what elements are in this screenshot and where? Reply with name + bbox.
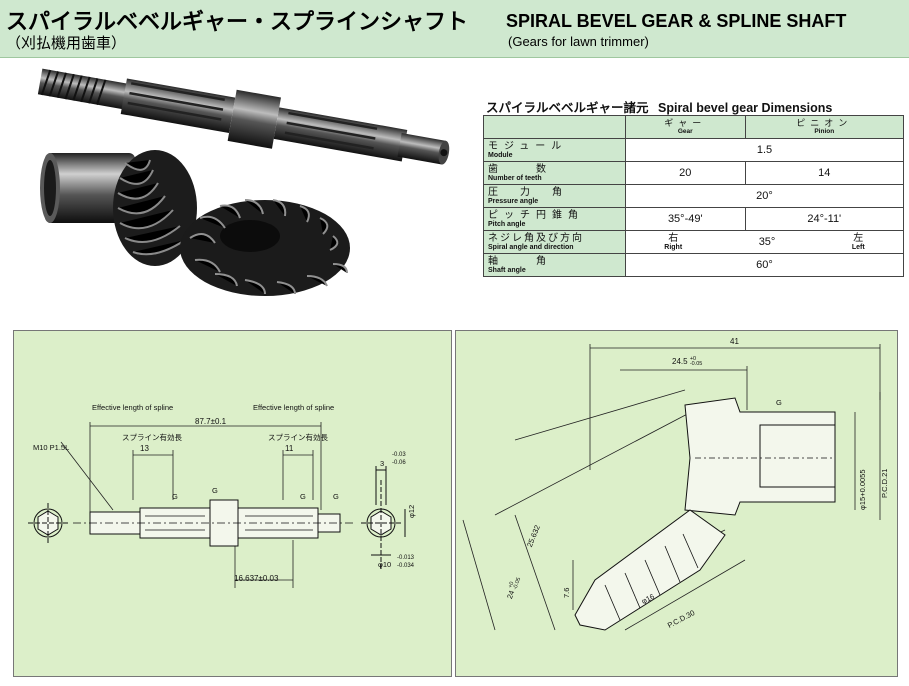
bevel-gear-drawing	[455, 330, 898, 677]
row-label-jp: ネジレ角及び方向	[488, 232, 584, 244]
japanese-subtitle: （刈払機用歯車）	[6, 35, 127, 52]
header-gear-en: Gear	[677, 128, 693, 135]
spiral-pinion-jp: 左	[853, 232, 864, 244]
row-label-en: Shaft angle	[488, 266, 526, 274]
overall-length: 87.7±0.1	[195, 417, 227, 426]
row-label-jp: モジュール	[488, 140, 568, 152]
dia-10-tol-upper: -0.013	[397, 555, 415, 561]
dim-24-5-up: +0	[689, 356, 697, 362]
pcd-21: P.C.D.21	[880, 468, 889, 498]
gear-photo	[37, 68, 450, 296]
eff-length-right: Effective length of spline	[253, 403, 335, 412]
finish-g2: G	[212, 486, 218, 495]
dim-24-5-dn: -0.05	[689, 361, 703, 367]
spiral-gear-en: Right	[664, 243, 683, 251]
row-label-en: Module	[488, 151, 513, 159]
finish-g-gear: G	[776, 398, 782, 407]
cell-teeth-gear: 20	[625, 161, 746, 185]
cell-module: 1.5	[625, 138, 904, 162]
row-label-en: Number of teeth	[488, 174, 542, 182]
row-label-jp: ピッチ円錐角	[488, 209, 584, 221]
header-gear-jp: ギャー	[664, 118, 707, 128]
row-label-en: Pressure angle	[488, 197, 539, 205]
spline-length-jp-right: スプライン有効長	[268, 433, 328, 442]
header-band	[0, 0, 909, 58]
header-pinion-en: Pinion	[814, 128, 835, 135]
dim-11: 11	[285, 444, 294, 453]
key-width: 3	[380, 459, 385, 468]
eff-length-left: Effective length of spline	[92, 403, 174, 412]
header-blank	[483, 115, 626, 139]
dia-10: φ10	[378, 560, 392, 569]
dim-24-5-value: 24.5	[672, 357, 688, 367]
cell-pitch-gear: 35°-49'	[625, 207, 746, 231]
row-label-en: Spiral angle and direction	[488, 243, 574, 251]
spline-shaft-lines	[28, 422, 406, 588]
table-title-en: Spiral bevel gear Dimensions	[658, 101, 833, 115]
gear-pair-photo	[40, 150, 350, 296]
cell-spiral-angle: 35°	[758, 236, 776, 248]
dia-12: φ12	[407, 504, 416, 518]
table-title-jp: スパイラルベベルギャー諸元	[486, 101, 649, 115]
table-title: スパイラルベベルギャー諸元 Spiral bevel gear Dimensio…	[486, 97, 832, 116]
japanese-title: スパイラルベベルギャー・スプラインシャフト	[6, 9, 469, 34]
spiral-pinion-en: Left	[851, 243, 865, 251]
spiral-gear-jp: 右	[668, 232, 679, 244]
dim-41: 41	[730, 337, 739, 346]
cell-pressure-angle: 20°	[625, 184, 904, 208]
finish-g4: G	[333, 492, 339, 501]
row-label-jp: 軸 角	[488, 255, 552, 267]
lower-dimension: 16.637±0.03	[234, 574, 279, 583]
header-pinion-jp: ピニオン	[796, 118, 853, 128]
row-label-jp: 歯 数	[488, 163, 552, 175]
spline-shaft-photo	[37, 68, 450, 165]
cell-pitch-pinion: 24°-11'	[744, 207, 905, 231]
cell-shaft-angle: 60°	[625, 253, 904, 277]
finish-g1: G	[172, 492, 178, 501]
key-tol-upper: -0.03	[392, 452, 406, 458]
dim-24-5: 24.5 +0-0.05	[672, 356, 703, 367]
row-label-jp: 圧 力 角	[488, 186, 568, 198]
dia-10-tol-lower: -0.034	[397, 563, 415, 569]
dim-13: 13	[140, 444, 149, 453]
spline-length-jp-left: スプライン有効長	[122, 433, 182, 442]
finish-g3: G	[300, 492, 306, 501]
bore-dia: φ15+0.0055	[858, 469, 867, 510]
thread-spec: M10 P1.5L	[33, 443, 70, 452]
bevel-gear-lines	[462, 344, 881, 631]
key-tol-lower: -0.06	[392, 460, 406, 466]
dim-7-6: 7.6	[562, 587, 571, 598]
row-label-en: Pitch angle	[488, 220, 526, 228]
english-subtitle: (Gears for lawn trimmer)	[508, 34, 649, 49]
cell-teeth-pinion: 14	[744, 161, 905, 185]
english-title: SPIRAL BEVEL GEAR & SPLINE SHAFT	[506, 11, 847, 31]
